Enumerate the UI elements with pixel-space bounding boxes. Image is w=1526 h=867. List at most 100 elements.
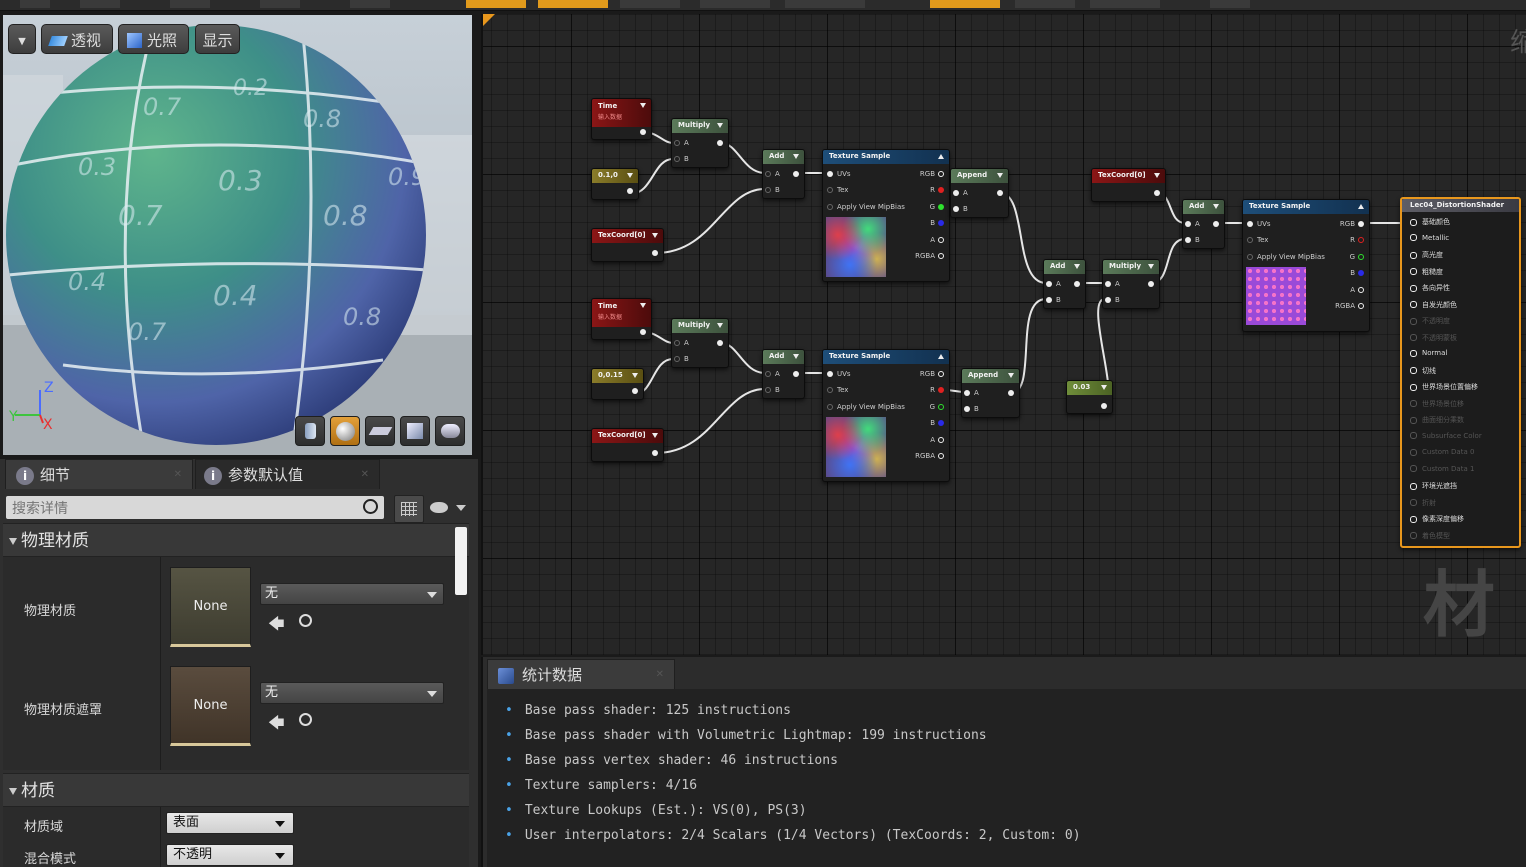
cylinder-preview-button[interactable] (295, 416, 325, 446)
output-pin-b[interactable]: B (1350, 269, 1364, 277)
add-node[interactable]: Add A B (1043, 259, 1086, 309)
input-pin-a[interactable]: A (765, 370, 780, 378)
input-pin-a[interactable]: A (1105, 280, 1120, 288)
use-selected-arrow-icon[interactable]: 🡄 (268, 713, 285, 732)
collapse-icon[interactable] (938, 154, 944, 159)
scrollbar-thumb[interactable] (455, 527, 467, 595)
toolbar-item[interactable] (785, 0, 865, 8)
cube-preview-button[interactable] (400, 416, 430, 446)
texture-sample-node[interactable]: Texture Sample UVs Tex Apply View MipBia… (822, 149, 950, 282)
append-node[interactable]: Append A B (961, 368, 1020, 418)
output-pin-a[interactable]: A (930, 436, 944, 444)
output-pin[interactable] (1098, 402, 1107, 410)
output-pin[interactable] (649, 449, 658, 457)
output-pin-r[interactable]: R (1350, 236, 1364, 244)
output-pin[interactable] (1005, 389, 1014, 397)
toolbar-item-active[interactable] (930, 0, 1000, 8)
collapse-icon[interactable] (1358, 204, 1364, 209)
view-options-button[interactable] (394, 495, 424, 523)
material-input-pin[interactable]: 像素深度偏移 (1410, 514, 1464, 524)
output-pin-rgba[interactable]: RGBA (915, 452, 944, 460)
material-input-pin[interactable]: 着色模型 (1410, 531, 1450, 541)
output-pin-b[interactable]: B (930, 419, 944, 427)
material-input-pin[interactable]: 粗糙度 (1410, 267, 1443, 277)
toolbar-item-active[interactable] (538, 0, 608, 8)
output-pin[interactable] (637, 128, 646, 136)
input-pin-mipbias[interactable]: Apply View MipBias (827, 403, 905, 411)
output-pin-g[interactable]: G (930, 403, 944, 411)
input-pin-uvs[interactable]: UVs (827, 170, 851, 178)
input-pin-a[interactable]: A (1046, 280, 1061, 288)
material-input-pin[interactable]: 基础颜色 (1410, 217, 1450, 227)
close-icon[interactable]: ✕ (173, 469, 182, 480)
output-pin-rgba[interactable]: RGBA (1335, 302, 1364, 310)
material-domain-combo[interactable]: 表面 (166, 812, 294, 834)
multiply-node[interactable]: Multiply A B (671, 118, 729, 168)
output-pin[interactable] (1210, 220, 1219, 228)
output-pin-rgb[interactable]: RGB (920, 170, 944, 178)
input-pin-a[interactable]: A (953, 189, 968, 197)
tab-stats[interactable]: 统计数据 ✕ (487, 659, 675, 689)
input-pin-b[interactable]: B (964, 405, 979, 413)
material-input-pin[interactable]: 各向异性 (1410, 283, 1450, 293)
search-field[interactable] (6, 496, 384, 519)
output-pin[interactable] (649, 249, 658, 257)
output-pin-rgba[interactable]: RGBA (915, 252, 944, 260)
perspective-button[interactable]: 透视 (41, 24, 113, 54)
visibility-filter-button[interactable] (430, 499, 468, 517)
output-pin-r[interactable]: R (930, 186, 944, 194)
output-pin-rgb[interactable]: RGB (1340, 220, 1364, 228)
material-input-pin[interactable]: Subsurface Color (1410, 432, 1482, 440)
material-input-pin[interactable]: Custom Data 1 (1410, 465, 1474, 473)
output-pin[interactable] (714, 139, 723, 147)
physical-mask-thumbnail[interactable]: None (170, 666, 251, 746)
use-selected-arrow-icon[interactable]: 🡄 (268, 614, 285, 633)
browse-search-icon[interactable] (299, 614, 312, 627)
input-pin-a[interactable]: A (674, 339, 689, 347)
input-pin-mipbias[interactable]: Apply View MipBias (827, 203, 905, 211)
viewport-menu-button[interactable]: ▾ (8, 24, 36, 54)
input-pin-tex[interactable]: Tex (827, 186, 848, 194)
input-pin-b[interactable]: B (765, 186, 780, 194)
material-input-pin[interactable]: 高光度 (1410, 250, 1443, 260)
texcoord-node[interactable]: TexCoord[0] (591, 428, 664, 462)
output-pin[interactable] (1145, 280, 1154, 288)
plane-preview-button[interactable] (365, 416, 395, 446)
input-pin-a[interactable]: A (674, 139, 689, 147)
physical-mask-combo[interactable]: 无 (260, 682, 444, 704)
add-node[interactable]: Add A B (1182, 199, 1225, 249)
multiply-node[interactable]: Multiply A B (1102, 259, 1160, 309)
output-pin-a[interactable]: A (930, 236, 944, 244)
append-node[interactable]: Append A B (950, 168, 1009, 218)
toolbar-item[interactable] (350, 0, 390, 8)
texture-sample-node[interactable]: Texture Sample UVs Tex Apply View MipBia… (1242, 199, 1370, 332)
close-icon[interactable]: ✕ (360, 469, 369, 480)
texcoord-node[interactable]: TexCoord[0] (591, 228, 664, 262)
output-pin[interactable] (1151, 189, 1160, 197)
output-pin[interactable] (637, 328, 646, 336)
material-input-pin[interactable]: 折射 (1410, 498, 1436, 508)
multiply-node[interactable]: Multiply A B (671, 318, 729, 368)
material-input-pin[interactable]: Metallic (1410, 234, 1449, 242)
section-material[interactable]: 材质 (3, 773, 469, 807)
material-input-pin[interactable]: 不透明度 (1410, 316, 1450, 326)
output-pin[interactable] (790, 170, 799, 178)
output-pin-rgb[interactable]: RGB (920, 370, 944, 378)
section-physical-material[interactable]: 物理材质 (3, 523, 469, 557)
toolbar-item[interactable] (620, 0, 680, 8)
lighting-button[interactable]: 光照 (118, 24, 189, 54)
toolbar-item[interactable] (1015, 0, 1075, 8)
output-pin[interactable] (1071, 280, 1080, 288)
close-icon[interactable]: ✕ (655, 669, 664, 680)
material-preview-viewport[interactable]: 0.2 0.7 0.8 0.3 0.3 0.7 0.8 0.4 0.4 0.7 … (3, 15, 472, 455)
output-pin-b[interactable]: B (930, 219, 944, 227)
toolbar-item[interactable] (260, 0, 300, 8)
add-node[interactable]: Add A B (762, 149, 805, 199)
toolbar-item[interactable] (700, 0, 770, 8)
output-pin-a[interactable]: A (1350, 286, 1364, 294)
custom-mesh-preview-button[interactable] (435, 416, 465, 446)
